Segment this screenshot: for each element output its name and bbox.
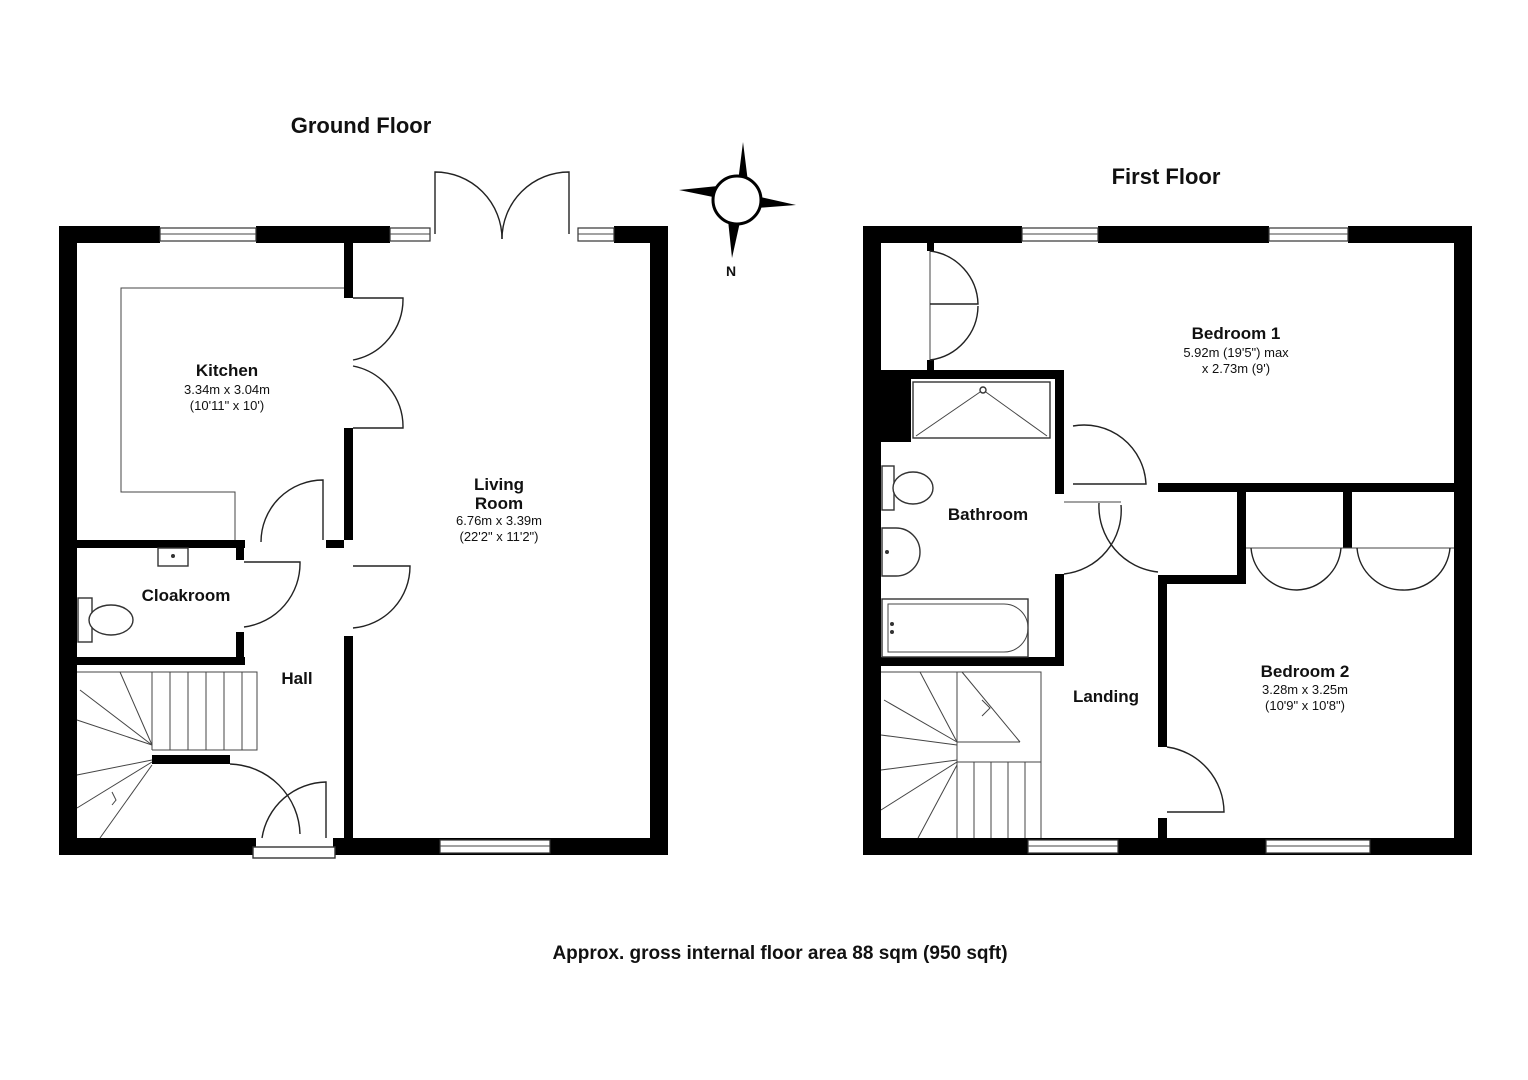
cloakroom-basin-icon xyxy=(157,547,189,567)
bedroom2-door-icon xyxy=(1166,746,1225,813)
ground-floor-plan: Ground Floor xyxy=(59,113,668,859)
first-floor-plan: First Floor xyxy=(863,164,1472,855)
bathroom-label: Bathroom xyxy=(948,505,1028,524)
ground-floor-staircase-icon xyxy=(76,671,258,839)
floor-area-note: Approx. gross internal floor area 88 sqm… xyxy=(552,943,1007,964)
compass-north-label: N xyxy=(726,263,736,279)
cupboard-door-icon xyxy=(229,763,301,835)
living-room-label-line2: Room xyxy=(475,494,523,513)
bathroom-toilet-icon xyxy=(881,465,934,511)
living-room-label-line1: Living xyxy=(474,475,524,494)
ground-floor-walls xyxy=(59,226,668,855)
ground-floor-title: Ground Floor xyxy=(291,113,432,138)
bedroom1-label: Bedroom 1 xyxy=(1192,324,1281,343)
living-room-dimensions-imperial: (22'2" x 11'2") xyxy=(460,529,539,544)
kitchen-dimensions-metric: 3.34m x 3.04m xyxy=(184,382,270,397)
bathtub-icon xyxy=(881,598,1029,658)
living-room-dimensions-metric: 6.76m x 3.39m xyxy=(456,513,542,528)
living-door-icon xyxy=(352,565,411,629)
bedroom1-dimensions-line2: x 2.73m (9') xyxy=(1202,361,1270,376)
bedroom2-dimensions-imperial: (10'9" x 10'8") xyxy=(1265,698,1345,713)
bedroom1-dimensions-line1: 5.92m (19'5") max xyxy=(1183,345,1289,360)
first-floor-windows xyxy=(1021,227,1371,854)
french-doors-icon xyxy=(434,171,570,240)
cloakroom-label: Cloakroom xyxy=(142,586,231,605)
first-floor-staircase-icon xyxy=(880,671,1042,839)
bedroom1-wardrobe-icon xyxy=(929,250,979,361)
bedroom2-wardrobe-icon xyxy=(1246,547,1454,591)
front-door-icon xyxy=(252,781,336,859)
shower-tray-icon xyxy=(912,381,1051,439)
cloakroom-toilet-icon xyxy=(77,597,134,643)
kitchen-worktop-outline xyxy=(120,287,344,540)
bedroom2-dimensions-metric: 3.28m x 3.25m xyxy=(1262,682,1348,697)
kitchen-door-icon xyxy=(260,479,324,543)
compass-rose-icon: N xyxy=(679,142,796,279)
bathroom-basin-icon xyxy=(881,527,921,577)
bedroom2-label: Bedroom 2 xyxy=(1261,662,1350,681)
ground-floor-windows xyxy=(159,227,615,854)
kitchen-double-door-icon xyxy=(352,297,404,429)
landing-label: Landing xyxy=(1073,687,1139,706)
hall-label: Hall xyxy=(281,669,312,688)
airing-cupboard-door-icon xyxy=(1098,502,1159,573)
kitchen-dimensions-imperial: (10'11" x 10') xyxy=(190,398,264,413)
cloakroom-door-icon xyxy=(243,561,301,628)
bedroom1-door-icon xyxy=(1072,424,1147,485)
kitchen-label: Kitchen xyxy=(196,361,258,380)
first-floor-title: First Floor xyxy=(1112,164,1221,189)
bathroom-door-icon xyxy=(1063,504,1122,575)
